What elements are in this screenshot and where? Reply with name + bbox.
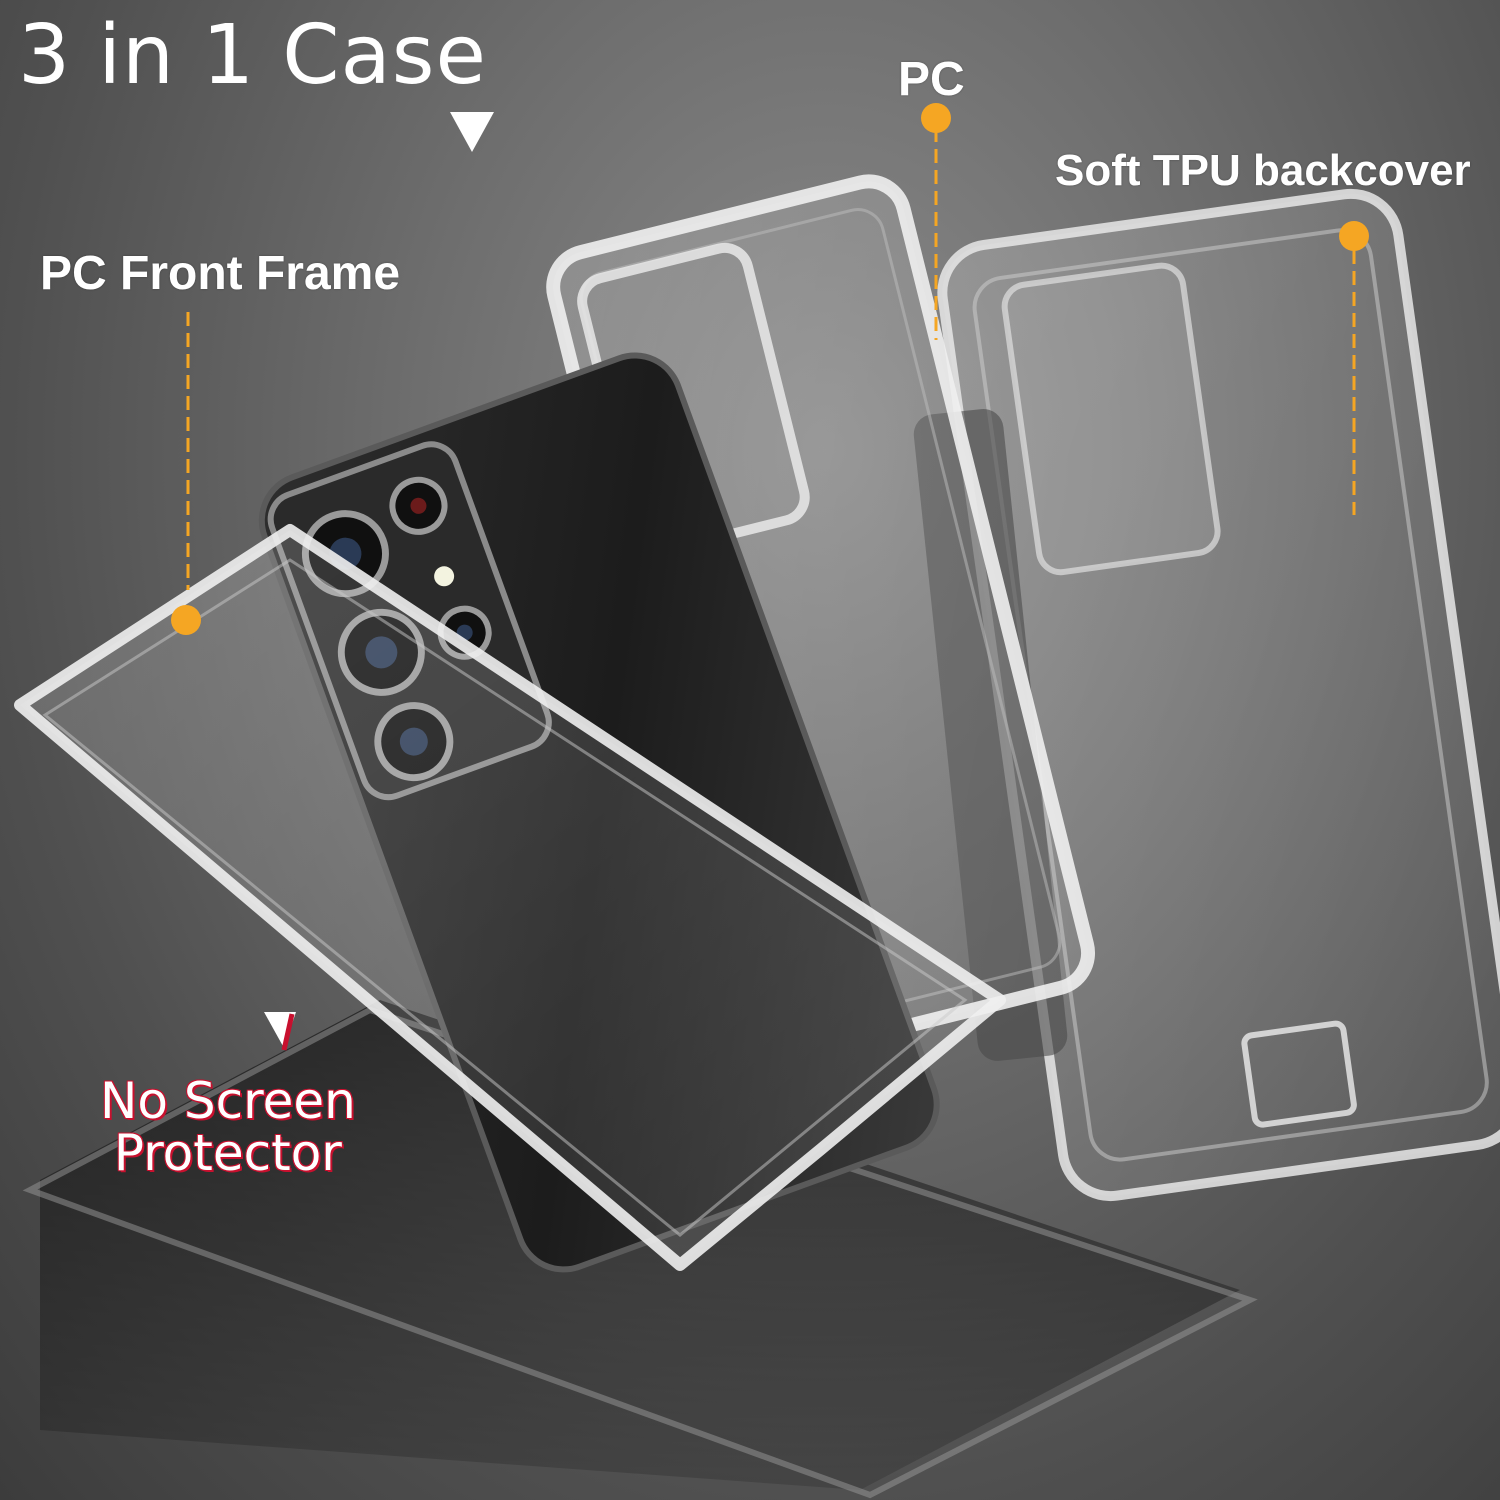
pc-label: PC bbox=[898, 53, 965, 106]
front-frame-dot bbox=[171, 605, 201, 635]
tpu-dot bbox=[1339, 221, 1369, 251]
no-screen-protector-label: No Screen Protector bbox=[100, 1075, 356, 1179]
page-title: 3 in 1 Case bbox=[18, 8, 487, 103]
no-screen-line1: No Screen bbox=[100, 1072, 356, 1130]
down-arrow-icon bbox=[450, 112, 494, 152]
front-frame-label: PC Front Frame bbox=[40, 247, 401, 300]
no-screen-line2: Protector bbox=[113, 1124, 342, 1182]
tpu-label: Soft TPU backcover bbox=[1055, 146, 1471, 195]
pc-front-frame-inner bbox=[42, 558, 968, 1237]
pc-front-frame bbox=[14, 524, 1006, 1271]
pc-dot bbox=[921, 103, 951, 133]
reflection-frame bbox=[22, 1006, 1258, 1499]
